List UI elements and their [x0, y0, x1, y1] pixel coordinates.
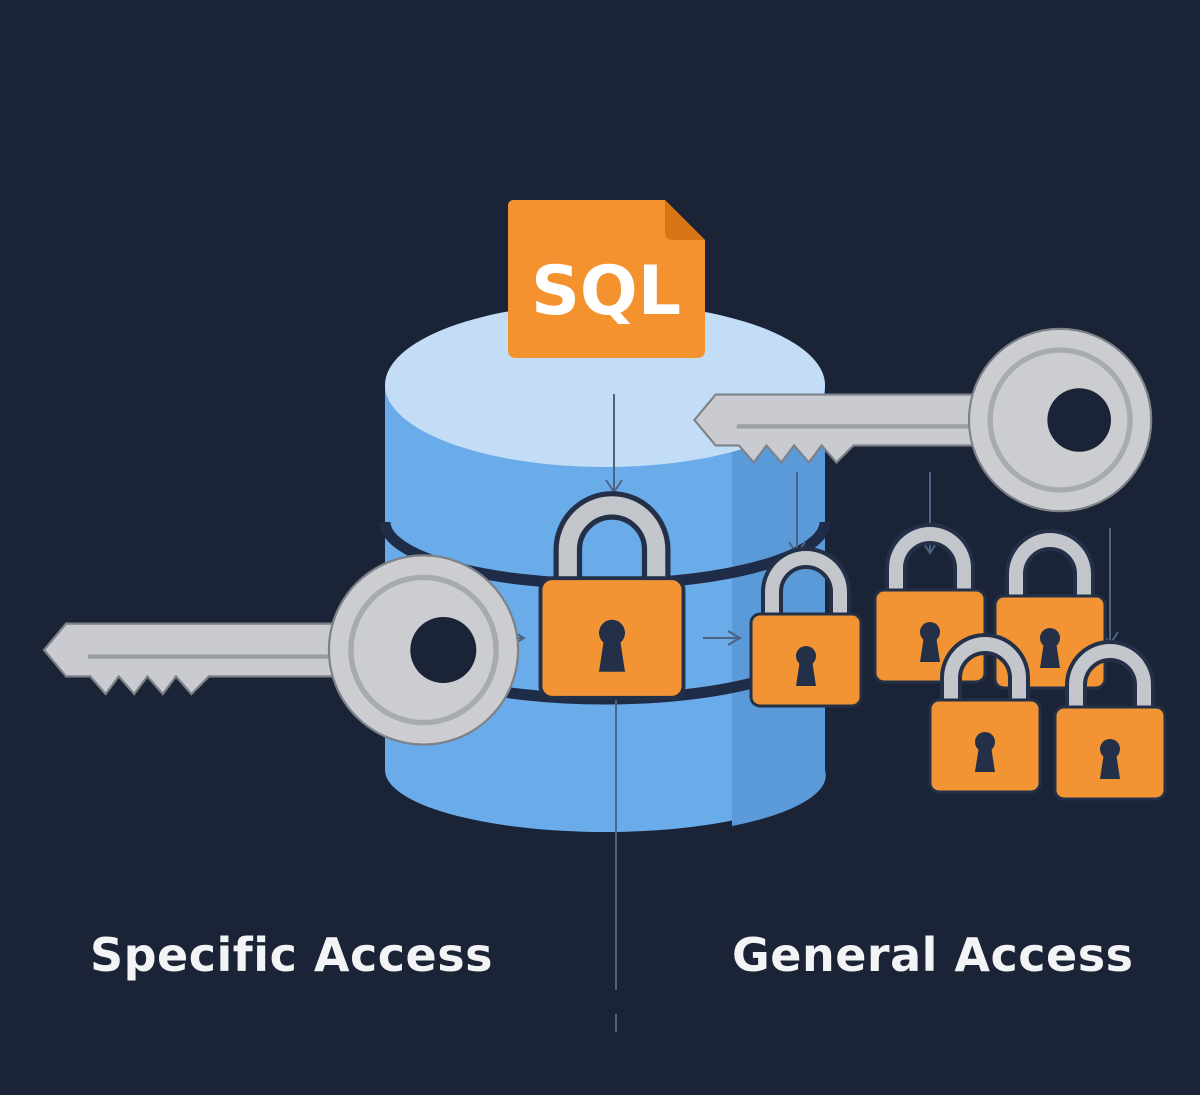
sql-file-icon: SQL — [508, 200, 705, 358]
general-access-label: General Access — [732, 928, 1134, 982]
specific-access-label: Specific Access — [90, 928, 493, 982]
sql-file-label: SQL — [531, 252, 681, 331]
